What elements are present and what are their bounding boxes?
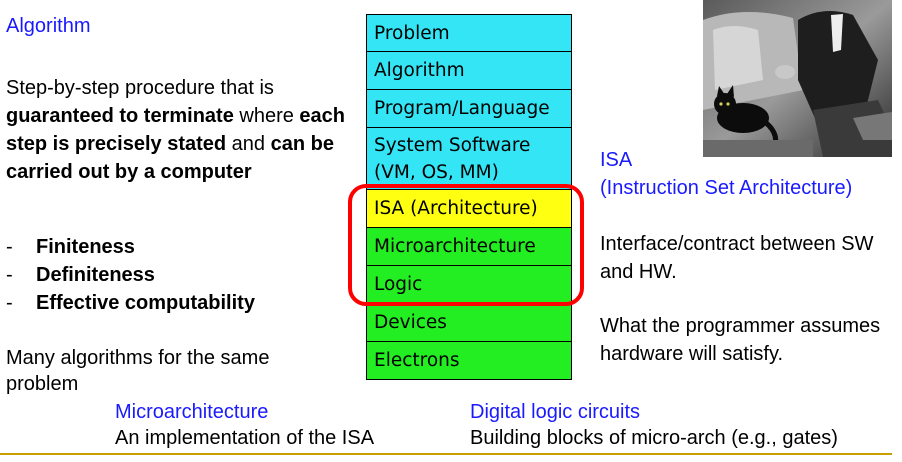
microarchitecture-title: Microarchitecture — [115, 401, 269, 423]
layer-system-software: System Software (VM, OS, MM) — [366, 128, 572, 190]
isa-description: Interface/contract between SW and HW. — [600, 233, 874, 283]
layer-devices: Devices — [366, 304, 572, 342]
property-item: Definiteness — [6, 261, 255, 289]
layer-logic: Logic — [366, 266, 572, 304]
digital-logic-description: Building blocks of micro-arch (e.g., gat… — [470, 427, 838, 449]
property-item: Effective computability — [6, 289, 255, 317]
isa-programmer-note: What the programmer assumes hardware wil… — [600, 315, 881, 365]
abstraction-layer-stack: Problem Algorithm Program/Language Syste… — [366, 14, 572, 380]
layer-electrons: Electrons — [366, 342, 572, 380]
isa-heading: ISA (Instruction Set Architecture) — [600, 146, 900, 202]
algorithm-title: Algorithm — [6, 15, 91, 37]
definition-segment: can be carried out by a computer — [6, 133, 334, 183]
person-with-cat-photo — [703, 0, 892, 157]
property-item: Finiteness — [6, 233, 255, 261]
algorithm-definition: Step-by-step procedure that is guarantee… — [6, 74, 346, 186]
definition-segment: each step is precisely stated — [6, 105, 346, 155]
definition-segment: where — [233, 105, 300, 127]
layer-problem: Problem — [366, 14, 572, 52]
definition-segment: guaranteed to terminate — [6, 105, 234, 127]
microarchitecture-description: An implementation of the ISA — [115, 427, 375, 449]
definition-segment: Step-by-step procedure that is — [6, 77, 274, 99]
layer-isa: ISA (Architecture) — [366, 190, 572, 228]
isa-title: ISA — [600, 149, 633, 171]
layer-algorithm: Algorithm — [366, 52, 572, 90]
hw-sw-interface-highlight — [348, 184, 584, 306]
algorithm-properties-list: Finiteness Definiteness Effective comput… — [6, 233, 255, 317]
isa-subtitle: (Instruction Set Architecture) — [600, 177, 853, 199]
algorithm-note: Many algorithms for the same problem — [6, 347, 270, 395]
layer-microarchitecture: Microarchitecture — [366, 228, 572, 266]
digital-logic-title: Digital logic circuits — [470, 401, 641, 423]
layer-program-language: Program/Language — [366, 90, 572, 128]
definition-segment: and — [226, 133, 271, 155]
footer-divider — [0, 453, 892, 455]
